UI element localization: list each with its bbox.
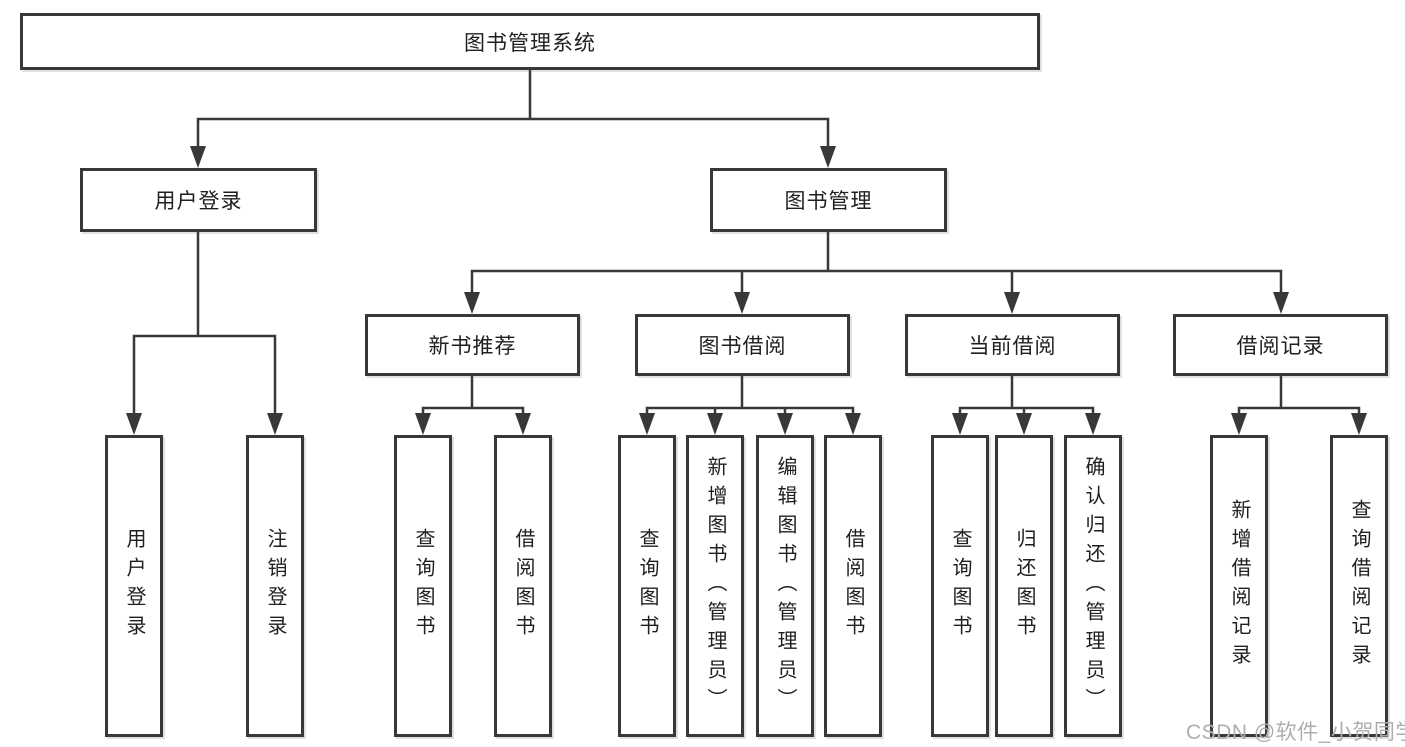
node-leaf-user-login: 用户登录 bbox=[105, 435, 163, 737]
connector-new-book-recommend-children bbox=[421, 374, 525, 416]
node-leaf-add-borrow-record: 新增借阅记录 bbox=[1210, 435, 1268, 737]
connector-user-login-children bbox=[132, 230, 277, 416]
node-leaf-query-books-recommend: 查询图书 bbox=[394, 435, 452, 737]
arrow-down-icon bbox=[515, 413, 531, 435]
node-leaf-logout: 注销登录 bbox=[246, 435, 304, 737]
arrow-down-icon bbox=[1231, 413, 1247, 435]
arrow-down-icon bbox=[126, 413, 142, 435]
node-library-management-system: 图书管理系统 bbox=[20, 13, 1040, 70]
node-book-borrow: 图书借阅 bbox=[635, 314, 850, 376]
arrow-down-icon bbox=[1085, 413, 1101, 435]
arrow-down-icon bbox=[464, 292, 480, 314]
arrow-down-icon bbox=[1273, 292, 1289, 314]
node-user-login-module: 用户登录 bbox=[80, 168, 317, 232]
connector-lines bbox=[132, 68, 1361, 416]
node-leaf-edit-books-admin: 编辑图书（管理员） bbox=[756, 435, 814, 737]
node-label: 编辑图书（管理员） bbox=[774, 455, 796, 717]
arrow-down-icon bbox=[734, 292, 750, 314]
node-leaf-add-books-admin: 新增图书（管理员） bbox=[686, 435, 744, 737]
node-label: 借阅记录 bbox=[1236, 335, 1325, 358]
connector-book-borrow-children bbox=[645, 374, 855, 416]
connector-current-borrow-children bbox=[958, 374, 1095, 416]
arrowheads bbox=[126, 146, 1367, 435]
arrow-down-icon bbox=[707, 413, 723, 435]
node-leaf-borrow-books: 借阅图书 bbox=[824, 435, 882, 737]
node-label: 图书管理 bbox=[784, 190, 873, 213]
node-new-book-recommend: 新书推荐 bbox=[365, 314, 580, 376]
node-book-management-module: 图书管理 bbox=[710, 168, 947, 232]
node-label: 图书管理系统 bbox=[464, 31, 596, 55]
node-label: 新书推荐 bbox=[428, 335, 517, 358]
node-leaf-borrow-books-recommend: 借阅图书 bbox=[494, 435, 552, 737]
arrow-down-icon bbox=[190, 146, 206, 168]
node-label: 注销登录 bbox=[264, 528, 286, 644]
node-label: 确认归还（管理员） bbox=[1082, 455, 1104, 717]
connector-root-to-level2 bbox=[196, 68, 830, 149]
node-label: 图书借阅 bbox=[698, 335, 787, 358]
node-borrow-records: 借阅记录 bbox=[1173, 314, 1388, 376]
node-label: 查询图书 bbox=[412, 528, 434, 644]
node-label: 用户登录 bbox=[123, 528, 145, 644]
node-label: 查询图书 bbox=[949, 528, 971, 644]
node-leaf-return-books: 归还图书 bbox=[995, 435, 1053, 737]
node-label: 新增借阅记录 bbox=[1228, 499, 1250, 673]
node-leaf-confirm-return-admin: 确认归还（管理员） bbox=[1064, 435, 1122, 737]
arrow-down-icon bbox=[1016, 413, 1032, 435]
connector-book-management-children bbox=[470, 230, 1283, 295]
node-label: 新增图书（管理员） bbox=[704, 455, 726, 717]
watermark: CSDN @软件_小贺同学 bbox=[1186, 721, 1405, 744]
node-leaf-query-books-current: 查询图书 bbox=[931, 435, 989, 737]
arrow-down-icon bbox=[1351, 413, 1367, 435]
node-label: 查询借阅记录 bbox=[1348, 499, 1370, 673]
node-label: 归还图书 bbox=[1013, 528, 1035, 644]
node-label: 当前借阅 bbox=[968, 335, 1057, 358]
connector-borrow-records-children bbox=[1237, 374, 1361, 416]
node-label: 借阅图书 bbox=[842, 528, 864, 644]
arrow-down-icon bbox=[639, 413, 655, 435]
node-leaf-query-borrow-record: 查询借阅记录 bbox=[1330, 435, 1388, 737]
arrow-down-icon bbox=[845, 413, 861, 435]
arrow-down-icon bbox=[1004, 292, 1020, 314]
node-label: 查询图书 bbox=[636, 528, 658, 644]
node-leaf-query-books-borrow: 查询图书 bbox=[618, 435, 676, 737]
arrow-down-icon bbox=[820, 146, 836, 168]
arrow-down-icon bbox=[777, 413, 793, 435]
arrow-down-icon bbox=[415, 413, 431, 435]
arrow-down-icon bbox=[267, 413, 283, 435]
node-label: 借阅图书 bbox=[512, 528, 534, 644]
node-current-borrow: 当前借阅 bbox=[905, 314, 1120, 376]
node-label: 用户登录 bbox=[154, 190, 243, 213]
arrow-down-icon bbox=[952, 413, 968, 435]
